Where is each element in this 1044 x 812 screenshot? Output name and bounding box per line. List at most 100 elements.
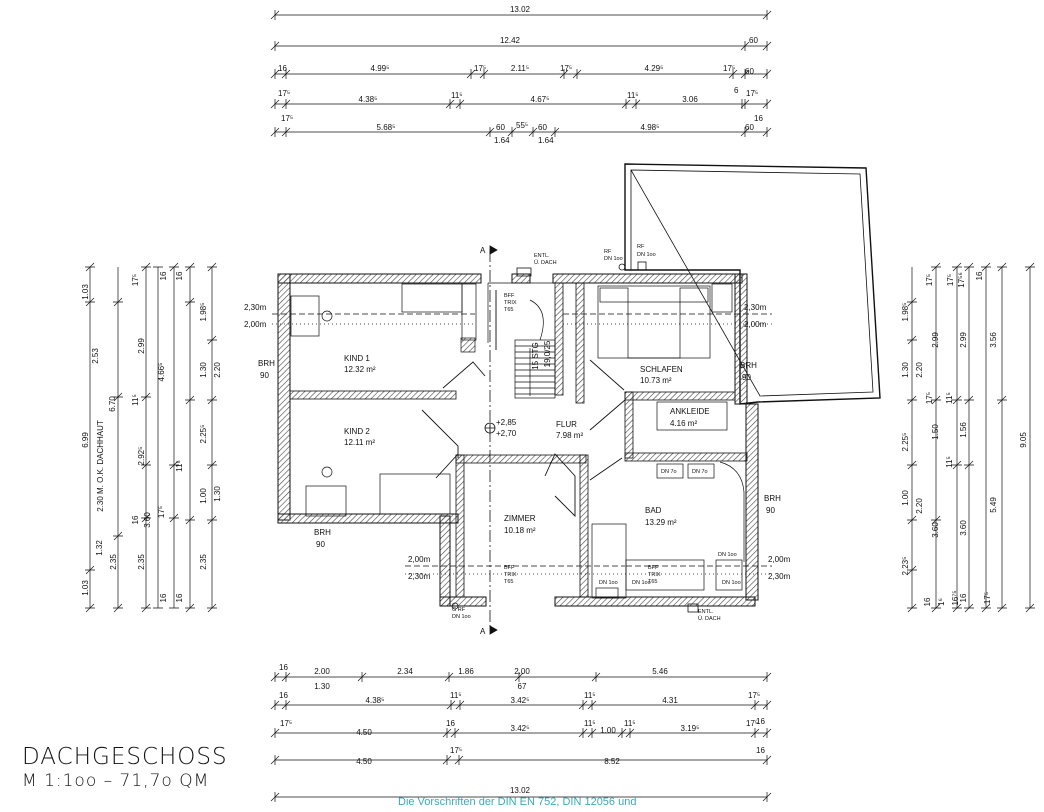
drawing-scale-area: M 1:1oo – 71,7o QM: [22, 771, 210, 791]
dim-label: 16: [131, 515, 140, 524]
dim-label: 17⁵: [983, 592, 992, 604]
pipe-label: DN 7o: [692, 469, 708, 475]
dim-label: 2.35: [137, 554, 146, 570]
pipe-label: TRIX: [648, 572, 661, 578]
top-dimension-labels: 13.02 12.42 60 16 4.99⁵ 17⁵ 2.11⁵ 17⁵ 4.…: [278, 5, 763, 145]
staircase: [460, 282, 556, 399]
pipe-label: TRIX: [504, 572, 517, 578]
dim-label: 5.49: [989, 497, 998, 513]
dim-label: 16: [278, 64, 287, 73]
dim-label: 4.38⁵: [366, 696, 385, 705]
dim-label: 16: [756, 717, 765, 726]
dim-label: 2.92⁵: [137, 447, 146, 466]
dim-label: 3.19⁵: [681, 724, 700, 733]
dim-label: 16: [175, 271, 184, 280]
brh-label: BRH: [258, 359, 275, 368]
pipe-label: RF: [637, 244, 645, 250]
dim-label: 11⁵: [945, 456, 954, 468]
brh-value: 90: [260, 371, 269, 380]
dim-label: 2.99: [959, 332, 968, 348]
dim-label: 67: [518, 682, 527, 691]
pipe-label: DN 1oo: [604, 256, 623, 262]
pipe-symbols: [451, 261, 699, 613]
interior-walls: [289, 282, 748, 598]
dim-label: 13.02: [510, 786, 531, 795]
dim-label: 17⁵: [560, 64, 572, 73]
pipe-label: BFF: [504, 565, 515, 571]
dim-label: 17⁵: [946, 274, 955, 286]
dim-label: 1.30: [199, 362, 208, 378]
dim-label: 16: [754, 114, 763, 123]
headroom-label: 2,00m: [744, 320, 767, 329]
dim-label: 11⁵: [451, 91, 463, 100]
dim-label: 8.52: [604, 757, 620, 766]
dim-label: 4.98⁵: [641, 123, 660, 132]
pipe-label: DN 1oo: [452, 614, 471, 620]
dim-label: 17⁵: [746, 719, 758, 728]
pipe-label: G RF: [452, 607, 466, 613]
dim-label: 11⁵: [584, 719, 596, 728]
room-area: 13.29 m²: [645, 518, 677, 527]
dim-label: 16: [975, 271, 984, 280]
dim-label: 11⁵: [584, 691, 596, 700]
dim-label: 1.30: [213, 486, 222, 502]
dim-label: 17⁵: [748, 691, 760, 700]
bottom-dimension-chains: [270, 672, 772, 802]
right-dimension-chains: [907, 262, 1035, 613]
room-name: KIND 2: [344, 427, 370, 436]
stairs-label: 15 STG: [531, 342, 540, 370]
dim-label: 2.00: [314, 667, 330, 676]
pipe-label: BFF: [648, 565, 659, 571]
pipe-labels: ENTL. Ü. DACH RF DN 1oo RF DN 1oo ENTL. …: [452, 244, 741, 622]
dim-label: 1.56: [959, 422, 968, 438]
dim-label: 1.30: [901, 362, 910, 378]
pipe-label: DN 7o: [661, 469, 677, 475]
dim-label: 1.98⁵: [901, 303, 910, 322]
dim-label: 17⁵: [474, 64, 486, 73]
section-mark: A: [480, 246, 486, 255]
pipe-label: DN 1oo: [599, 580, 618, 586]
headroom-label: 2,30m: [408, 572, 431, 581]
room-name: KIND 1: [344, 354, 370, 363]
dim-label: 16: [175, 593, 184, 602]
room-name: BAD: [645, 506, 662, 515]
dim-label: 1⁶: [937, 598, 946, 606]
dim-label: 4.67⁵: [531, 95, 550, 104]
left-dimension-chains: [85, 262, 217, 613]
room-name: ANKLEIDE: [670, 407, 710, 416]
exterior-walls: [277, 273, 759, 607]
dim-label: 1.00: [600, 726, 616, 735]
dim-label: 11⁵: [624, 719, 636, 728]
room-area: 12.32 m²: [344, 365, 376, 374]
dim-label: 55⁵: [516, 121, 528, 130]
dim-label: 17⁵: [280, 719, 292, 728]
footer-note: Die Vorschriften der DIN EN 752, DIN 120…: [398, 796, 637, 808]
dim-label: 1.00: [901, 490, 910, 506]
dim-label: 9.05: [1019, 432, 1028, 448]
pipe-label: RF: [604, 249, 612, 255]
bottom-dimension-labels: 16 2.00 2.34 1.86 2.00 5.46 1.30 67 16 4…: [279, 663, 765, 795]
dim-label: 1.98⁵: [199, 303, 208, 322]
dim-label: 16: [923, 597, 932, 606]
dim-label: 11⁵: [627, 91, 639, 100]
dim-label: 2.35: [109, 554, 118, 570]
pipe-label: DN 1oo: [637, 252, 656, 258]
dim-label: 4.38⁵: [359, 95, 378, 104]
dim-label: 3.60: [959, 520, 968, 536]
dim-label: 1.32: [95, 540, 104, 556]
dim-label: 16: [159, 593, 168, 602]
brh-value: 90: [742, 373, 751, 382]
dim-label: 1.64: [538, 136, 554, 145]
dim-label: 60: [749, 36, 758, 45]
pipe-label: Ü. DACH: [534, 259, 557, 266]
brh-label: BRH: [740, 361, 757, 370]
right-dimension-labels: 1.98⁵ 1.30 2.25⁵ 1.00 2.23⁵ 16 17⁵ 2.20 …: [901, 271, 1028, 606]
pipe-label: DN 1oo: [632, 580, 651, 586]
dim-label: 11⁵: [450, 691, 462, 700]
headroom-label: 2,00m: [408, 555, 431, 564]
dim-label: 4.31: [662, 696, 678, 705]
dim-label: 17⁵: [723, 64, 735, 73]
dim-label: 17⁵: [281, 114, 293, 123]
dim-label: 17⁵: [746, 89, 758, 98]
